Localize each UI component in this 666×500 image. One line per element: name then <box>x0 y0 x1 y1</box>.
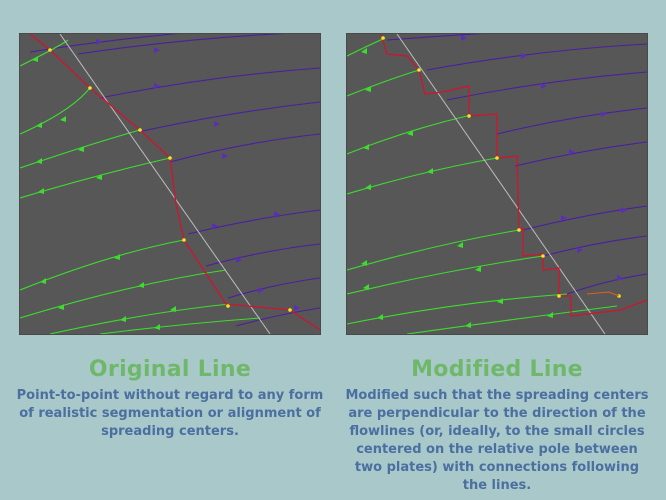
modified-line-description: Modified such that the spreading centers… <box>345 388 649 493</box>
original-line-svg <box>20 34 320 334</box>
original-line-title: Original Line <box>88 357 252 382</box>
modified-line-caption: Modified Line Modified such that the spr… <box>338 356 656 495</box>
green-arrows <box>32 56 176 330</box>
green-arrows <box>361 48 553 328</box>
original-line-diagram <box>20 34 320 334</box>
modified-line-title: Modified Line <box>411 357 583 382</box>
purple-flowlines <box>29 34 320 327</box>
guide-line <box>396 34 606 334</box>
green-flowlines <box>20 39 261 334</box>
ridge-line <box>380 34 647 317</box>
original-line-description: Point-to-point without regard to any for… <box>16 388 324 439</box>
modified-line-diagram <box>347 34 647 334</box>
ridge-vertices <box>381 36 621 298</box>
guide-line <box>59 34 271 334</box>
modified-line-svg <box>347 34 647 334</box>
ridge-line <box>29 34 320 331</box>
ridge-connector <box>586 291 620 297</box>
ridge-vertices <box>48 48 292 312</box>
green-flowlines <box>347 37 618 334</box>
purple-arrows <box>96 39 300 311</box>
original-line-caption: Original Line Point-to-point without reg… <box>11 356 329 441</box>
purple-arrows <box>461 35 627 281</box>
